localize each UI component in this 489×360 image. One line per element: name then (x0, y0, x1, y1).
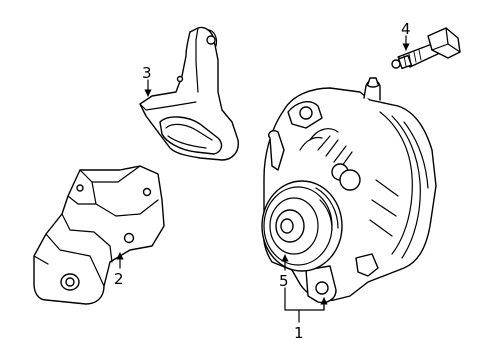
callout-4: 4 (401, 20, 411, 38)
callout-5: 5 (279, 272, 289, 290)
callout-2: 2 (114, 270, 124, 288)
alternator-part (261, 77, 437, 304)
lower-bracket-part (33, 165, 165, 305)
callout-leaders (116, 35, 410, 323)
callout-3: 3 (142, 64, 152, 82)
bolt-part (391, 27, 461, 70)
callout-1: 1 (294, 324, 304, 342)
upper-bracket-part (139, 26, 239, 161)
